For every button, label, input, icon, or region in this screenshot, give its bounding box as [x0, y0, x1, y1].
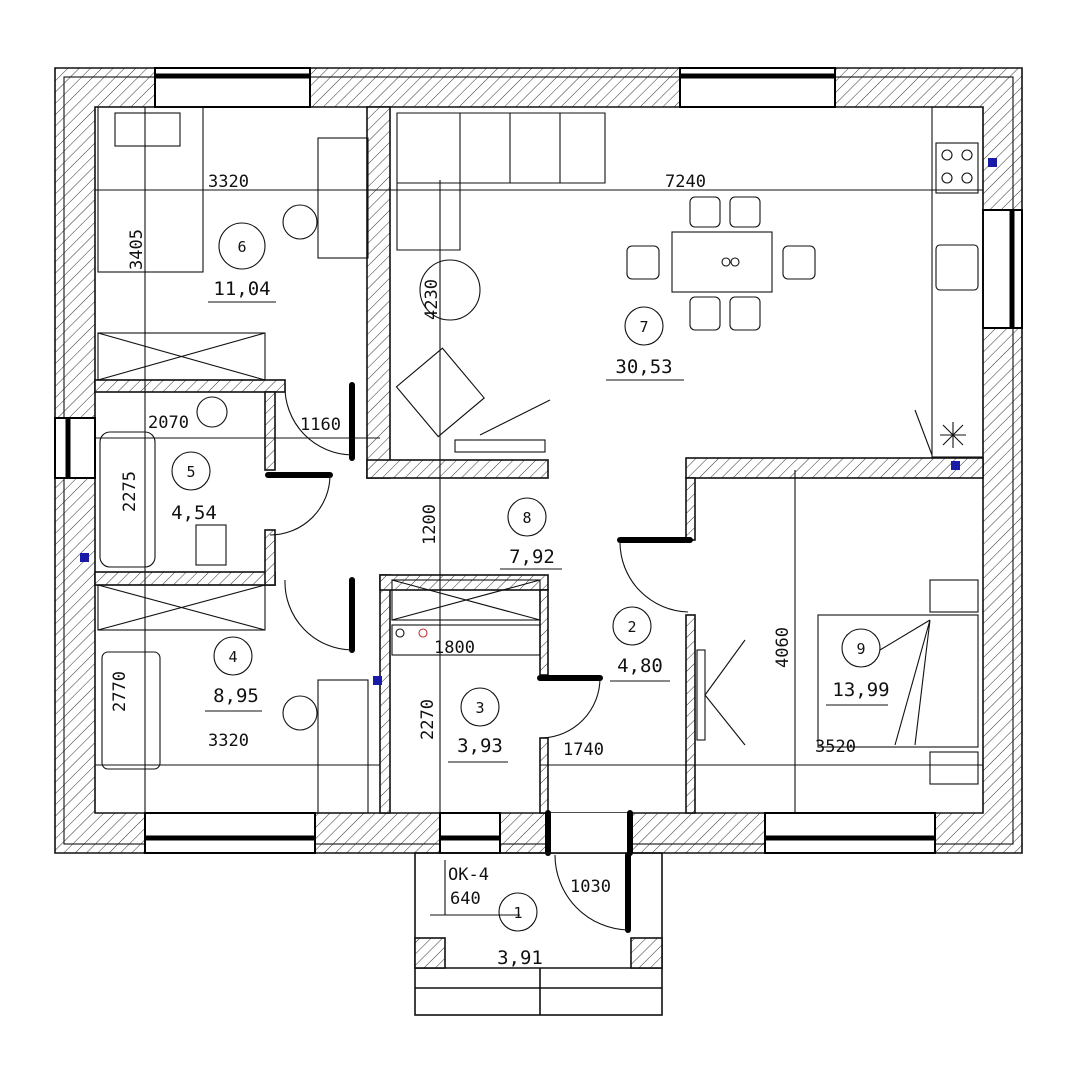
svg-text:6: 6: [237, 238, 246, 256]
room-6: 611,04: [208, 222, 276, 303]
svg-text:640: 640: [450, 889, 481, 909]
svg-text:1030: 1030: [570, 877, 611, 897]
dimension-labels: 3320 7240 3405 4230 2070 2275 1160 1200 …: [110, 172, 856, 909]
svg-text:2270: 2270: [418, 699, 438, 740]
svg-text:4060: 4060: [773, 627, 793, 668]
svg-text:8: 8: [522, 509, 531, 527]
dimension-lines: [95, 107, 983, 916]
svg-text:13,99: 13,99: [832, 679, 889, 701]
svg-text:3405: 3405: [127, 229, 147, 270]
room-9: 913,99: [826, 628, 890, 706]
room-8: 87,92: [500, 497, 562, 570]
svg-text:4230: 4230: [422, 279, 442, 320]
svg-text:4,80: 4,80: [617, 655, 663, 677]
svg-text:2770: 2770: [110, 671, 130, 712]
svg-text:1800: 1800: [434, 638, 475, 658]
markers: [80, 158, 997, 685]
doors: [265, 382, 693, 739]
svg-text:30,53: 30,53: [615, 356, 672, 378]
svg-text:3320: 3320: [208, 731, 249, 751]
svg-text:3,93: 3,93: [457, 735, 503, 757]
interior-walls: [94, 106, 984, 814]
porch: [414, 852, 663, 1016]
room-7: 730,53: [606, 306, 684, 381]
svg-text:8,95: 8,95: [213, 685, 259, 707]
furniture: [97, 106, 984, 814]
window-mark: ОК-4: [448, 865, 489, 885]
svg-text:4,54: 4,54: [171, 502, 217, 524]
svg-text:7,92: 7,92: [509, 546, 555, 568]
room-3: 33,93: [448, 687, 508, 763]
svg-text:1160: 1160: [300, 415, 341, 435]
svg-text:2275: 2275: [120, 471, 140, 512]
svg-text:5: 5: [186, 463, 195, 481]
svg-text:1740: 1740: [563, 740, 604, 760]
room-1: 13,91: [497, 892, 543, 969]
svg-text:4: 4: [228, 648, 237, 666]
windows: [54, 67, 1023, 854]
svg-text:2070: 2070: [148, 413, 189, 433]
room-2: 24,80: [610, 606, 670, 682]
entrance-opening: [548, 813, 630, 853]
svg-text:3520: 3520: [815, 737, 856, 757]
svg-text:1: 1: [513, 904, 522, 922]
svg-text:11,04: 11,04: [213, 278, 270, 300]
svg-text:3320: 3320: [208, 172, 249, 192]
svg-text:3,91: 3,91: [497, 947, 543, 969]
room-5: 54,54: [171, 451, 217, 524]
svg-text:7240: 7240: [665, 172, 706, 192]
room-tags: 13,91 24,80 33,93 48,95 54,54 611,04 730…: [171, 222, 890, 969]
svg-text:7: 7: [639, 318, 648, 336]
svg-text:2: 2: [627, 618, 636, 636]
svg-text:9: 9: [856, 640, 865, 658]
svg-text:1200: 1200: [420, 504, 440, 545]
room-4: 48,95: [205, 636, 262, 712]
svg-text:3: 3: [475, 699, 484, 717]
